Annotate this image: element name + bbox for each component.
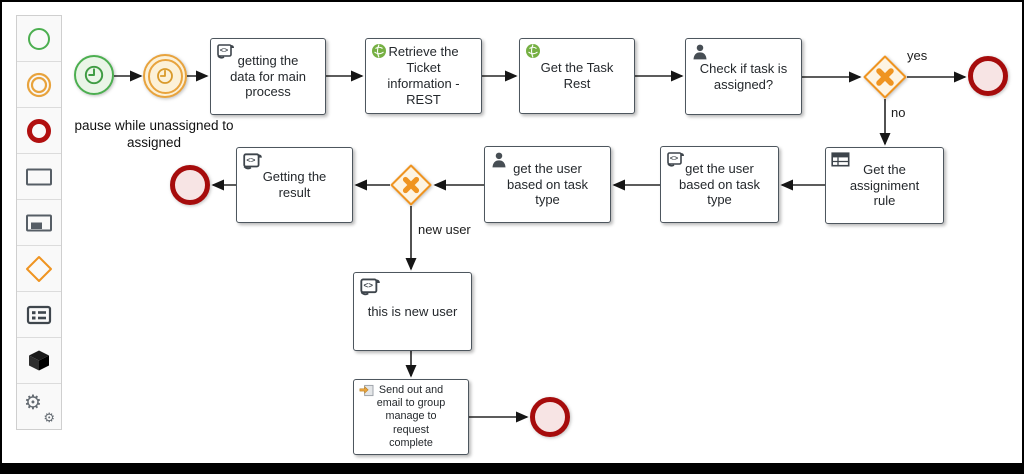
gateway-x-icon: [863, 55, 907, 99]
start-event-icon: [28, 27, 50, 50]
exclusive-gateway-assigned[interactable]: [863, 55, 907, 104]
task-get-user-script[interactable]: <> get the user based on task type: [660, 146, 779, 223]
business-rule-icon: [831, 152, 850, 167]
task-label: this is new user: [367, 303, 458, 319]
script-icon: <>: [360, 278, 380, 296]
flow-label-new-user: new user: [418, 222, 471, 237]
task-label: getting the data for main process: [230, 52, 306, 100]
palette-item-subprocess[interactable]: [17, 200, 61, 246]
form-grid-icon: [26, 305, 52, 324]
user-icon: [693, 44, 707, 60]
palette-item-end-event[interactable]: [17, 108, 61, 154]
rest-icon: [372, 44, 386, 58]
task-label: Get the Task Rest: [540, 60, 614, 91]
gateway-x-icon: [390, 164, 432, 206]
subprocess-icon: [26, 214, 52, 231]
svg-text:<>: <>: [220, 48, 228, 55]
palette-item-object[interactable]: [17, 338, 61, 384]
script-icon: <>: [217, 44, 234, 59]
task-getting-result[interactable]: <> Getting the result: [236, 147, 353, 223]
end-event-result[interactable]: [170, 165, 210, 205]
palette-item-form[interactable]: [17, 292, 61, 338]
flow-label-yes: yes: [907, 48, 928, 63]
intermediate-timer-event[interactable]: [143, 54, 187, 98]
task-icon: [26, 168, 52, 185]
palette-item-service[interactable]: ⚙⚙: [17, 384, 61, 429]
task-label: Check if task is assigned?: [699, 60, 788, 92]
task-label: Getting the result: [262, 169, 327, 200]
timer-clock-icon: [157, 68, 173, 84]
svg-text:<>: <>: [670, 156, 678, 163]
task-new-user[interactable]: <> this is new user: [353, 272, 472, 351]
task-retrieve-ticket[interactable]: Retrieve the Ticket information -REST: [365, 38, 482, 114]
tool-palette: ⚙⚙: [16, 15, 62, 430]
end-event-complete[interactable]: [530, 397, 570, 437]
intermediate-event-icon: [26, 72, 52, 97]
task-getting-data[interactable]: <> getting the data for main process: [210, 38, 326, 115]
svg-text:<>: <>: [246, 156, 256, 165]
script-icon: <>: [667, 152, 684, 167]
exclusive-gateway-new-user[interactable]: [390, 164, 432, 211]
script-icon: <>: [243, 153, 262, 170]
task-label: Get the assigniment rule: [849, 161, 920, 209]
bottom-border-bar: [2, 463, 1022, 472]
task-label: Retrieve the Ticket information -REST: [387, 44, 460, 107]
svg-text:<>: <>: [364, 281, 374, 290]
flow-label-no: no: [891, 105, 906, 120]
end-event-icon: [27, 118, 51, 143]
task-label: get the user based on task type: [679, 160, 760, 208]
palette-item-task[interactable]: [17, 154, 61, 200]
task-send-email[interactable]: Send out and email to group manage to re…: [353, 379, 469, 455]
task-get-assignment-rule[interactable]: Get the assigniment rule: [825, 147, 944, 224]
send-icon: [359, 384, 374, 397]
gateway-icon: [26, 255, 52, 282]
start-timer-event[interactable]: [74, 55, 114, 95]
palette-item-gateway[interactable]: [17, 246, 61, 292]
rest-icon: [526, 44, 540, 58]
annotation-pause-label: pause while unassigned to assigned: [74, 118, 234, 150]
intermediate-event-inner-ring: [147, 58, 183, 94]
gears-icon: ⚙⚙: [24, 391, 55, 425]
cube-icon: [29, 350, 49, 370]
timer-clock-icon: [84, 65, 104, 85]
task-label: get the user based on task type: [507, 160, 588, 208]
task-get-task-rest[interactable]: Get the Task Rest: [519, 38, 635, 114]
palette-item-start-event[interactable]: [17, 16, 61, 62]
user-icon: [492, 152, 506, 168]
task-check-assigned[interactable]: Check if task is assigned?: [685, 38, 802, 115]
palette-item-intermediate-event[interactable]: [17, 62, 61, 108]
task-get-user-human[interactable]: get the user based on task type: [484, 146, 611, 223]
end-event-yes[interactable]: [968, 56, 1008, 96]
task-label: Send out and email to group manage to re…: [376, 384, 446, 449]
